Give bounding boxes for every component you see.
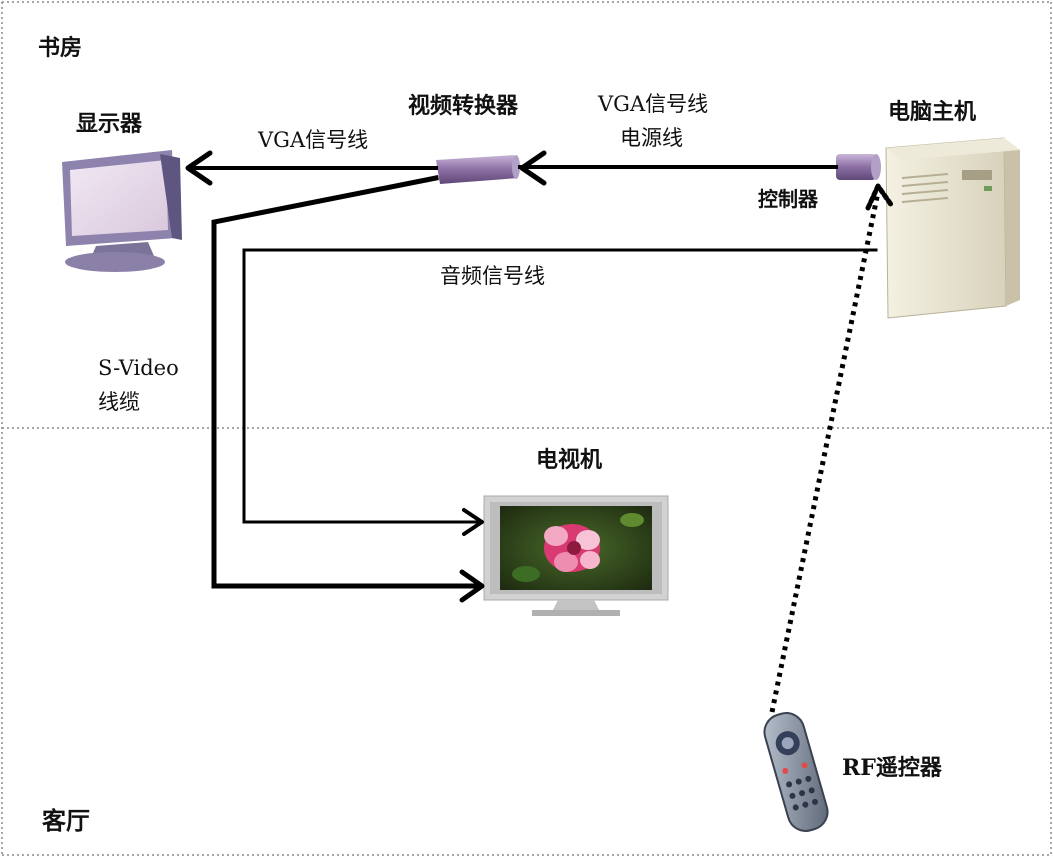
svideo-label-line2: 线缆 [98,390,140,414]
arrow-to-controller [865,183,895,211]
rf-remote-label: RF遥控器 [842,755,942,781]
flower-image [512,513,644,582]
arrowheads [185,150,895,603]
audio-cable-line [242,248,878,524]
power-cable-label: 电源线 [620,126,683,150]
room-label-living-room: 客厅 [42,807,90,835]
arrow-to-converter [519,150,547,186]
monitor-icon [62,150,182,272]
vga-label-right: VGA信号线 [598,92,709,116]
rf-remote-icon [763,712,829,832]
svideo-cable-line [211,175,481,589]
arrow-svideo-to-tv [459,569,485,603]
room-label-study: 书房 [38,36,83,61]
arrow-audio-to-tv [462,508,484,536]
audio-cable-label: 音频信号线 [440,264,545,288]
arrow-to-monitor [185,150,213,186]
video-converter-icon [436,155,520,184]
controller-label: 控制器 [758,187,818,211]
pc-host-icon [885,137,1020,319]
tv-icon [483,495,669,616]
tv-label: 电视机 [536,448,603,473]
video-converter-label: 视频转换器 [408,94,519,119]
controller-icon [836,154,881,180]
vga-label-left: VGA信号线 [258,128,369,152]
monitor-label: 显示器 [76,112,143,137]
rf-signal-line [769,191,881,713]
pc-host-label: 电脑主机 [888,100,977,125]
svideo-label-line1: S-Video [98,356,179,380]
cable-lines [188,165,878,589]
